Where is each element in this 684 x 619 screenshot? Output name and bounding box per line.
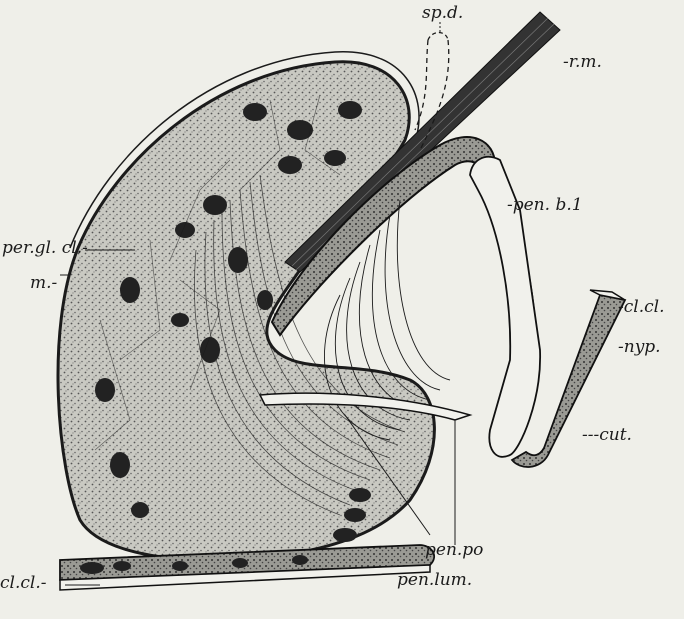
label-cloacal-cells-left: cl.cl.- <box>0 573 47 593</box>
label-muscle: m.- <box>30 273 58 293</box>
label-spermatic-duct: sp.d. <box>422 3 463 23</box>
label-hypodermis: -nyp. <box>618 337 661 357</box>
label-cloacal-cells-right: -cl.cl. <box>618 297 664 317</box>
label-cuticle: ---cut. <box>582 425 632 445</box>
label-penis-lumen: pen.lum. <box>397 570 472 590</box>
label-penis-bulb: -pen. b.1 <box>507 195 583 215</box>
label-penis-pore: pen.po <box>425 540 483 560</box>
spermatic-duct-top <box>428 33 448 41</box>
label-peripheral-gland-cells: per.gl. cl.- <box>2 238 88 258</box>
label-retractor-muscle: -r.m. <box>563 52 602 72</box>
gland-mass <box>58 62 434 560</box>
